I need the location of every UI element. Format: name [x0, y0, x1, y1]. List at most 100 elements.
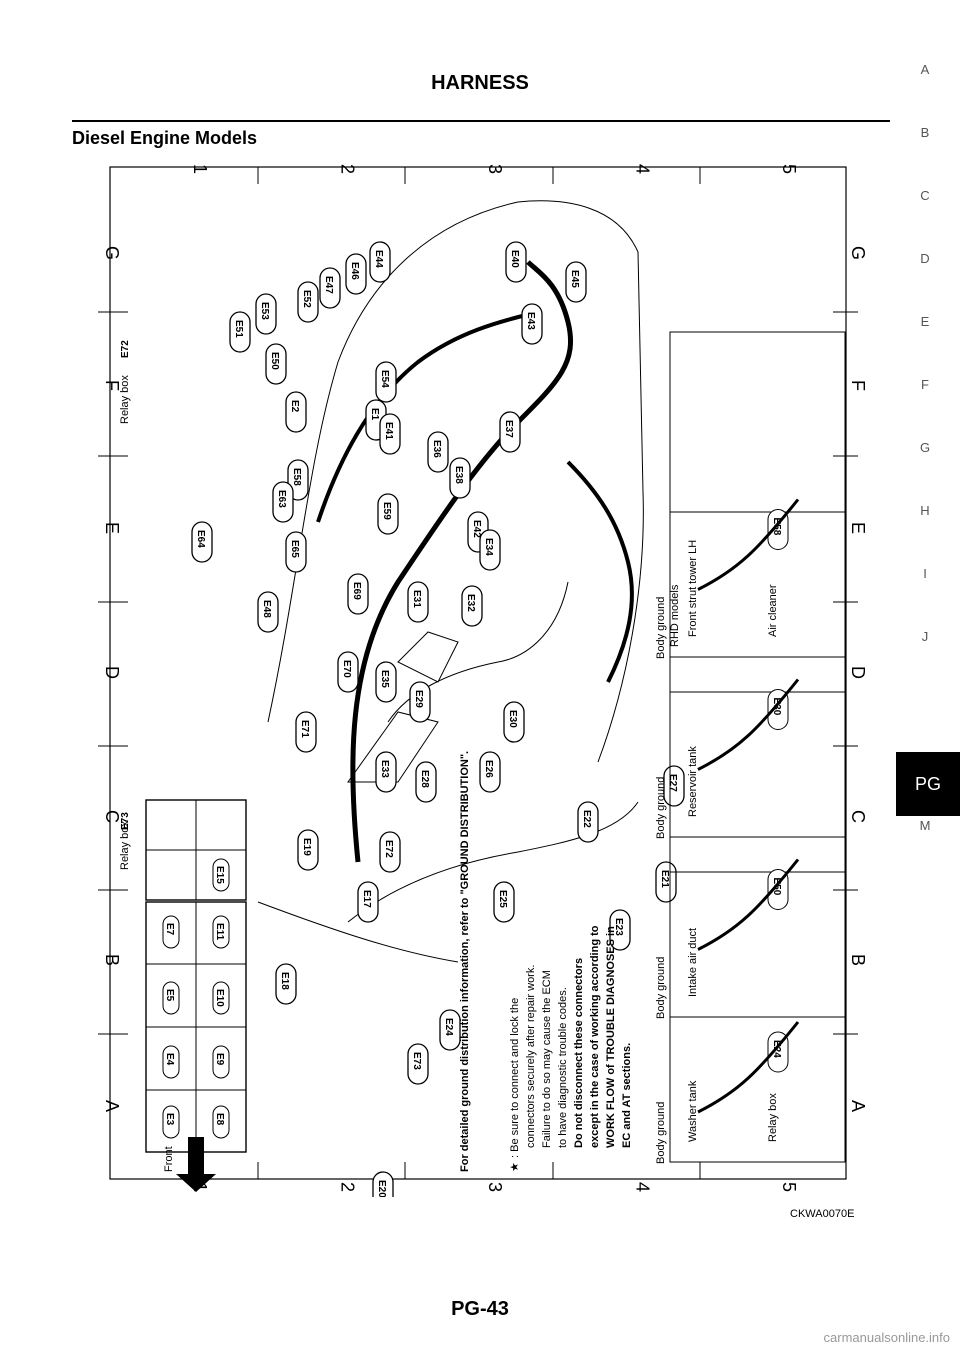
header-rule: [72, 120, 890, 122]
star-icon: ★: [509, 1162, 521, 1172]
grid-number-bottom: 3: [485, 1182, 505, 1192]
grid-number-top: 1: [190, 164, 210, 174]
side-index-f[interactable]: F: [921, 377, 929, 392]
section-heading: Diesel Engine Models: [72, 128, 258, 148]
connector-callout: E23: [609, 909, 631, 951]
note-line: : Be sure to connect and lock the: [509, 998, 521, 1158]
connector-callout: E20: [372, 1171, 394, 1197]
connector-badge: [372, 1171, 394, 1197]
connector-label: E31: [411, 590, 422, 608]
side-index-j[interactable]: J: [921, 629, 929, 644]
connector-badge: [577, 801, 599, 843]
harness-diagram: 1122334455AABBCCDDEEFFGG E40E45E44E46E47…: [98, 164, 868, 1197]
connector-badge: [377, 493, 399, 535]
connector-callout: E63: [272, 481, 294, 523]
engine-outline: [257, 901, 459, 963]
connector-badge: [297, 281, 319, 323]
connector-label: E2: [289, 400, 300, 413]
connector-badge: [229, 311, 251, 353]
engine-outline: [347, 801, 639, 923]
connector-callout: E24: [439, 1009, 461, 1051]
connector-badge: [191, 521, 213, 563]
connector-callout: E72: [379, 831, 401, 873]
connector-label: E71: [299, 720, 310, 738]
footer-watermark: carmanualsonline.info: [823, 1330, 950, 1345]
connector-badge: [461, 585, 483, 627]
service-notes: For detailed ground distribution informa…: [459, 751, 633, 1172]
grid-letter-left: B: [102, 954, 122, 966]
front-arrow-icon: [176, 1137, 216, 1192]
side-index-e[interactable]: E: [920, 314, 930, 329]
connector-callout: E71: [295, 711, 317, 753]
connector-label: E18: [279, 972, 290, 990]
connector-callout: E46: [345, 253, 367, 295]
connector-label: E24: [443, 1018, 454, 1036]
inset-part-label: Air cleaner: [767, 584, 779, 637]
side-index-m[interactable]: M: [919, 818, 931, 833]
side-index-b[interactable]: B: [920, 125, 930, 140]
inset-frame: [669, 511, 846, 838]
grid-number-top: 5: [779, 164, 799, 174]
side-index-i[interactable]: I: [923, 566, 927, 581]
grid-number-bottom: 2: [338, 1182, 358, 1192]
connector-label: E54: [379, 370, 390, 388]
connector-badge: [499, 411, 521, 453]
side-index-h[interactable]: H: [920, 503, 930, 518]
outer-frame: [109, 166, 847, 1180]
note-line: connectors securely after repair work.: [525, 965, 537, 1148]
inset-part-label: Intake air duct: [687, 928, 699, 997]
section-tab-pg[interactable]: PG: [896, 752, 960, 816]
connector-label: E20: [376, 1180, 387, 1197]
connector-callout: E70: [337, 651, 359, 693]
relay-cell-label: E3: [164, 1113, 175, 1126]
figure-code: CKWA0070E: [790, 1208, 855, 1220]
connector-callout: E2: [285, 391, 307, 433]
connector-label: E45: [569, 270, 580, 288]
inset-subtitle: RHD models: [669, 584, 681, 647]
connector-label: E46: [349, 262, 360, 280]
connector-label: E26: [483, 760, 494, 778]
connector-badge: [369, 241, 391, 283]
connector-label: E70: [341, 660, 352, 678]
side-index-a[interactable]: A: [920, 62, 930, 77]
connector-label: E73: [411, 1052, 422, 1070]
connector-label: E1: [369, 408, 380, 421]
connector-badge: [212, 915, 230, 949]
grid-number-bottom: 4: [633, 1182, 653, 1192]
connector-label: E38: [453, 466, 464, 484]
side-index-d[interactable]: D: [920, 251, 930, 266]
connector-callout: E28: [415, 761, 437, 803]
connector-label: E34: [483, 538, 494, 556]
connector-callout: E19: [297, 829, 319, 871]
connector-badge: [162, 981, 180, 1015]
connector-badge: [275, 963, 297, 1005]
inset-wiring: [697, 498, 800, 591]
relay-cell-label: E9: [214, 1053, 225, 1066]
engine-outline: [267, 201, 519, 723]
grid-number-bottom: 5: [779, 1182, 799, 1192]
relay-cell: E3: [162, 1105, 180, 1139]
connector-callout: E27: [663, 765, 685, 807]
connector-badge: [479, 751, 501, 793]
note-line: Failure to do so may cause the ECM: [541, 970, 553, 1148]
connector-callout: E43: [521, 303, 543, 345]
connector-label: E72: [383, 840, 394, 858]
relay-cell-label: E8: [214, 1113, 225, 1126]
harness-trunk: [350, 260, 574, 863]
note-bold-line: EC and AT sections.: [621, 1043, 633, 1148]
connector-badge: [521, 303, 543, 345]
connector-badge: [212, 1105, 230, 1139]
connector-callout: E21: [655, 861, 677, 903]
front-label: Front: [163, 1146, 175, 1172]
connector-badge: [407, 581, 429, 623]
side-index-g[interactable]: G: [919, 440, 931, 455]
connector-badge: [162, 1105, 180, 1139]
side-index-c[interactable]: C: [920, 188, 930, 203]
connector-label: E33: [379, 760, 390, 778]
connector-callout: E51: [229, 311, 251, 353]
connector-callout: E52: [297, 281, 319, 323]
connector-badge: [212, 858, 230, 892]
side-index: ABCDEFGHIJLM: [0, 52, 960, 952]
note-line: to have diagnostic trouble codes.: [557, 987, 569, 1148]
connector-label: E21: [659, 870, 670, 888]
